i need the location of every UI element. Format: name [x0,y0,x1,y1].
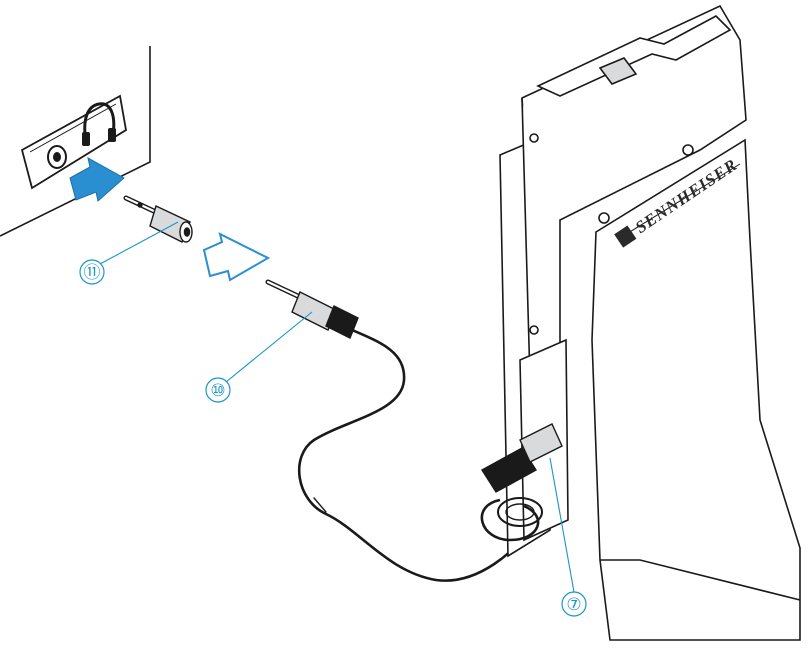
callout-plug: ⑩ [205,377,231,403]
callout-adapter: ⑪ [79,259,105,285]
callout-socket: ⑦ [561,591,587,617]
headphones-icon [82,102,116,146]
base-station [499,4,801,641]
jack-socket [47,145,67,169]
leader-plug [225,311,313,383]
leader-socket [549,457,575,593]
arrow-right-outline-icon [202,232,271,282]
callout-adapter-label: ⑪ [84,263,101,282]
source-device [0,46,151,237]
base-socket-plug [480,423,563,542]
jack-plug [265,279,359,339]
callout-plug-label: ⑩ [210,381,225,400]
arrow-right-filled-icon [69,157,125,202]
audio-cable [298,328,526,582]
callout-socket-label: ⑦ [566,595,581,614]
leader-adapter [99,221,179,265]
adapter-plug [123,195,193,243]
